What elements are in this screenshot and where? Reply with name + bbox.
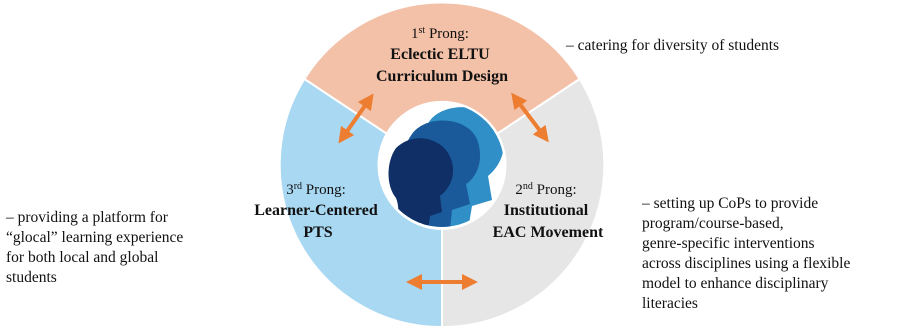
note-line: genre-specific interventions: [642, 235, 815, 252]
note-line: – catering for diversity of students: [566, 37, 780, 54]
note-line: students: [6, 269, 57, 286]
human-heads-silhouette-icon: [388, 107, 504, 227]
note-line: model to enhance disciplinary: [642, 275, 829, 292]
prong-1-label: 1st Prong: Eclectic ELTU Curriculum Desi…: [376, 25, 508, 85]
note-prong-2: – setting up CoPs to provide program/cou…: [642, 194, 850, 314]
note-line: – setting up CoPs to provide: [642, 195, 819, 212]
note-prong-1: – catering for diversity of students: [566, 36, 779, 56]
note-line: “glocal” learning experience: [6, 229, 184, 246]
note-prong-3: – providing a platform for “glocal” lear…: [6, 208, 183, 288]
note-line: for both local and global: [6, 249, 159, 266]
arrow-prong1-prong2: [511, 92, 549, 143]
note-line: – providing a platform for: [6, 209, 168, 226]
note-line: literacies: [642, 295, 698, 312]
prong-3-label: 3rd Prong: Learner-Centered PTS: [254, 181, 382, 241]
note-line: across disciplines using a flexible: [642, 255, 851, 272]
arrow-prong1-prong3: [338, 93, 374, 144]
note-line: program/course-based,: [642, 215, 784, 232]
prong-2-label: 2nd Prong: Institutional EAC Movement: [493, 181, 604, 241]
